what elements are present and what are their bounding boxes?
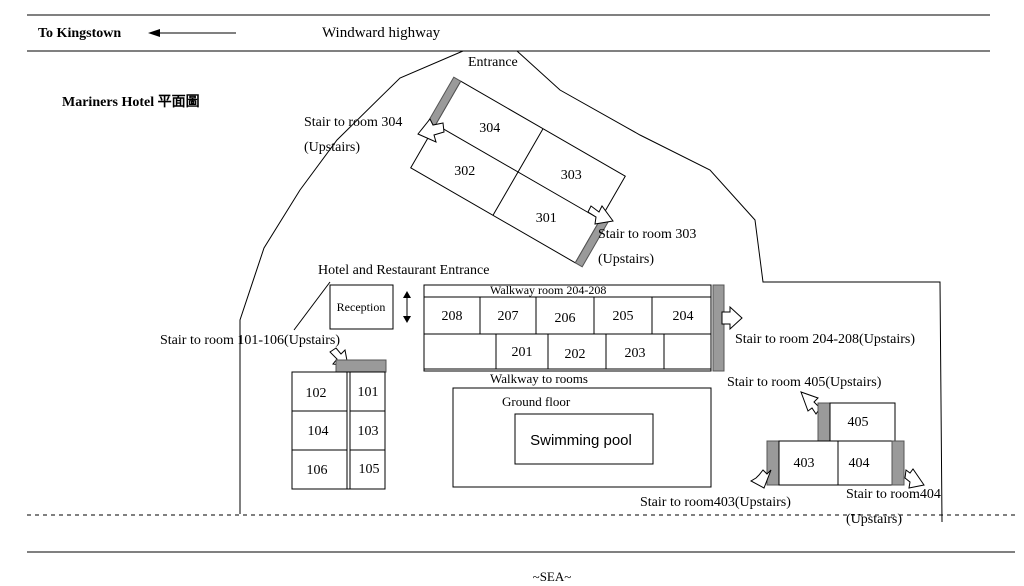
room-105: 105: [359, 462, 380, 477]
stair-405-label: Stair to room 405(Upstairs): [727, 375, 882, 390]
room-103: 103: [358, 424, 379, 439]
swimming-pool-label: Swimming pool: [530, 432, 632, 449]
to-kingstown-label: To Kingstown: [38, 26, 121, 41]
arrow-303-icon: [587, 205, 614, 225]
reception-label: Reception: [337, 300, 386, 314]
room-201: 201: [512, 345, 533, 360]
arrow-403-icon: [749, 469, 772, 489]
walkway-204-208-label: Walkway room 204-208: [490, 283, 606, 297]
stair-405-marker: [817, 402, 831, 442]
stair-101-106-label: Stair to room 101-106(Upstairs): [160, 333, 340, 348]
room-304: 304: [479, 121, 500, 136]
room-204: 204: [673, 309, 694, 324]
room-302: 302: [454, 164, 475, 179]
room-405: 405: [848, 415, 869, 430]
stair-403-label: Stair to room403(Upstairs): [640, 495, 791, 510]
sea-label: ~SEA~: [533, 569, 572, 584]
swimming-pool: [514, 413, 654, 465]
room-202: 202: [565, 347, 586, 362]
hotel-entrance-label: Hotel and Restaurant Entrance: [318, 263, 489, 278]
room-106: 106: [307, 463, 328, 478]
arrow-404-icon: [904, 468, 925, 489]
stair-204-208-marker: [712, 284, 725, 372]
walkway-to-rooms-label: Walkway to rooms: [490, 371, 588, 386]
entrance-label: Entrance: [468, 55, 518, 70]
room-104: 104: [308, 424, 329, 439]
stair-101-106-marker: [335, 359, 387, 373]
arrow-304-icon: [417, 118, 445, 143]
room-303: 303: [561, 168, 582, 183]
page-title: Mariners Hotel 平面圖: [62, 93, 200, 110]
stair-404-label: Stair to room404: [846, 487, 941, 502]
double-arrow-icon: [403, 291, 411, 323]
room-block-200: [423, 284, 725, 372]
stair-204-208-label: Stair to room 204-208(Upstairs): [735, 332, 915, 347]
room-102: 102: [306, 386, 327, 401]
stair-303-label: Stair to room 303: [598, 227, 696, 242]
highway-label: Windward highway: [322, 25, 441, 41]
stair-304-upstairs: (Upstairs): [304, 140, 360, 155]
reception-box: [329, 284, 394, 330]
left-arrow-icon: [148, 29, 236, 37]
room-403: 403: [794, 456, 815, 471]
room-404: 404: [849, 456, 870, 471]
room-203: 203: [625, 346, 646, 361]
ground-floor-label: Ground floor: [502, 394, 571, 409]
room-405-box: [829, 402, 896, 442]
stair-404-upstairs: (Upstairs): [846, 512, 902, 527]
stair-304-label: Stair to room 304: [304, 115, 402, 130]
arrow-204-208-icon: [721, 305, 743, 331]
room-207: 207: [498, 309, 519, 324]
room-101: 101: [358, 385, 379, 400]
stair-303-upstairs: (Upstairs): [598, 252, 654, 267]
room-208: 208: [442, 309, 463, 324]
stair-404-marker: [891, 440, 905, 486]
room-205: 205: [613, 309, 634, 324]
stair-403-marker: [766, 440, 780, 486]
room-block-100: [291, 371, 386, 490]
room-206: 206: [555, 311, 576, 326]
room-301: 301: [536, 211, 557, 226]
property-boundary: [239, 50, 943, 523]
